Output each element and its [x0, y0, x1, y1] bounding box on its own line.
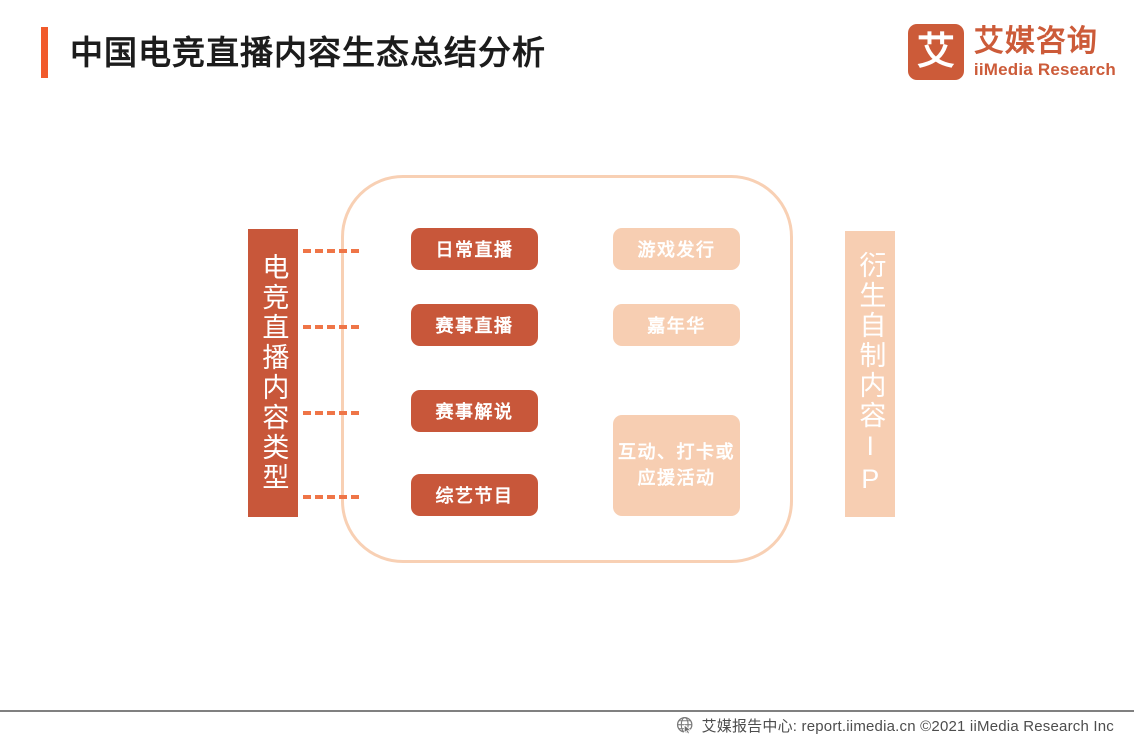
footer-text: 艾媒报告中心: report.iimedia.cn ©2021 iiMedia … [701, 718, 1114, 735]
node-match-live: 赛事直播 [411, 304, 538, 346]
footer-content: 艾媒报告中心: report.iimedia.cn ©2021 iiMedia … [676, 714, 1114, 737]
connector-line-3 [303, 411, 359, 415]
node-daily-live: 日常直播 [411, 228, 538, 270]
page-header: 中国电竞直播内容生态总结分析 艾 艾媒咨询 iiMedia Research [0, 0, 1134, 110]
logo-name-en: iiMedia Research [973, 59, 1116, 79]
node-interaction-checkin-support: 互动、打卡或应援活动 [613, 415, 740, 516]
connector-line-2 [303, 325, 359, 329]
node-match-comment: 赛事解说 [411, 390, 538, 432]
diagram-canvas: 电竞直播内容类型 衍生自制内容IP 日常直播 赛事直播 赛事解说 综艺节目 游戏… [0, 110, 1134, 700]
logo-mark-icon: 艾 [907, 24, 964, 80]
logo-name-cn: 艾媒咨询 [973, 24, 1098, 58]
connector-line-4 [303, 495, 359, 499]
side-label-content-type: 电竞直播内容类型 [248, 229, 298, 517]
side-label-derivative-ip: 衍生自制内容IP [845, 231, 895, 517]
connector-line-1 [303, 249, 359, 253]
node-game-publish: 游戏发行 [613, 228, 740, 270]
title-accent-bar [41, 27, 48, 78]
node-variety-show: 综艺节目 [411, 474, 538, 516]
node-carnival: 嘉年华 [613, 304, 740, 346]
globe-cursor-icon [676, 716, 693, 735]
content-group-container [341, 175, 793, 563]
logo-text: 艾媒咨询 iiMedia Research [973, 24, 1116, 79]
footer-divider [0, 710, 1134, 712]
page-title: 中国电竞直播内容生态总结分析 [70, 34, 546, 71]
page-footer: 艾媒报告中心: report.iimedia.cn ©2021 iiMedia … [0, 700, 1134, 737]
brand-logo: 艾 艾媒咨询 iiMedia Research [907, 23, 1116, 81]
